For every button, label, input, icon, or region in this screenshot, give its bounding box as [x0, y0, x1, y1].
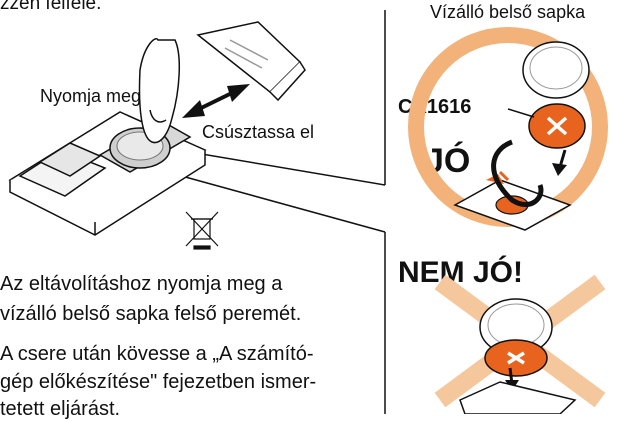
- push-label: Nyomja meg: [40, 86, 142, 106]
- instruction-line: gép előkészítése" fejezetben ismer-: [0, 371, 317, 393]
- incorrect-label: NEM JÓ!: [398, 256, 524, 289]
- cap-disc-icon: [522, 41, 590, 99]
- inner-cap-label: Vízálló belső sapka: [430, 2, 586, 22]
- instruction-line: Az eltávolításhoz nyomja meg a: [0, 273, 283, 295]
- device-icon: [8, 111, 207, 236]
- slide-arrow-icon: [182, 84, 250, 118]
- instruction-line: vízálló belső sapka felső peremét.: [0, 303, 302, 325]
- insert-arrow-icon: [552, 149, 567, 176]
- previous-step-text: zzen felfelé.: [0, 0, 102, 14]
- cap-icon: [196, 21, 306, 102]
- divider-bracket: [177, 10, 386, 414]
- slide-label: Csúsztassa el: [202, 122, 315, 142]
- correct-insertion-diagram: [408, 27, 608, 231]
- incorrect-insertion-diagram: [434, 274, 606, 414]
- weee-bin-icon: [185, 211, 219, 250]
- finger-icon: [138, 38, 181, 144]
- instruction-line: A csere után kövesse a „A számító-: [0, 343, 314, 365]
